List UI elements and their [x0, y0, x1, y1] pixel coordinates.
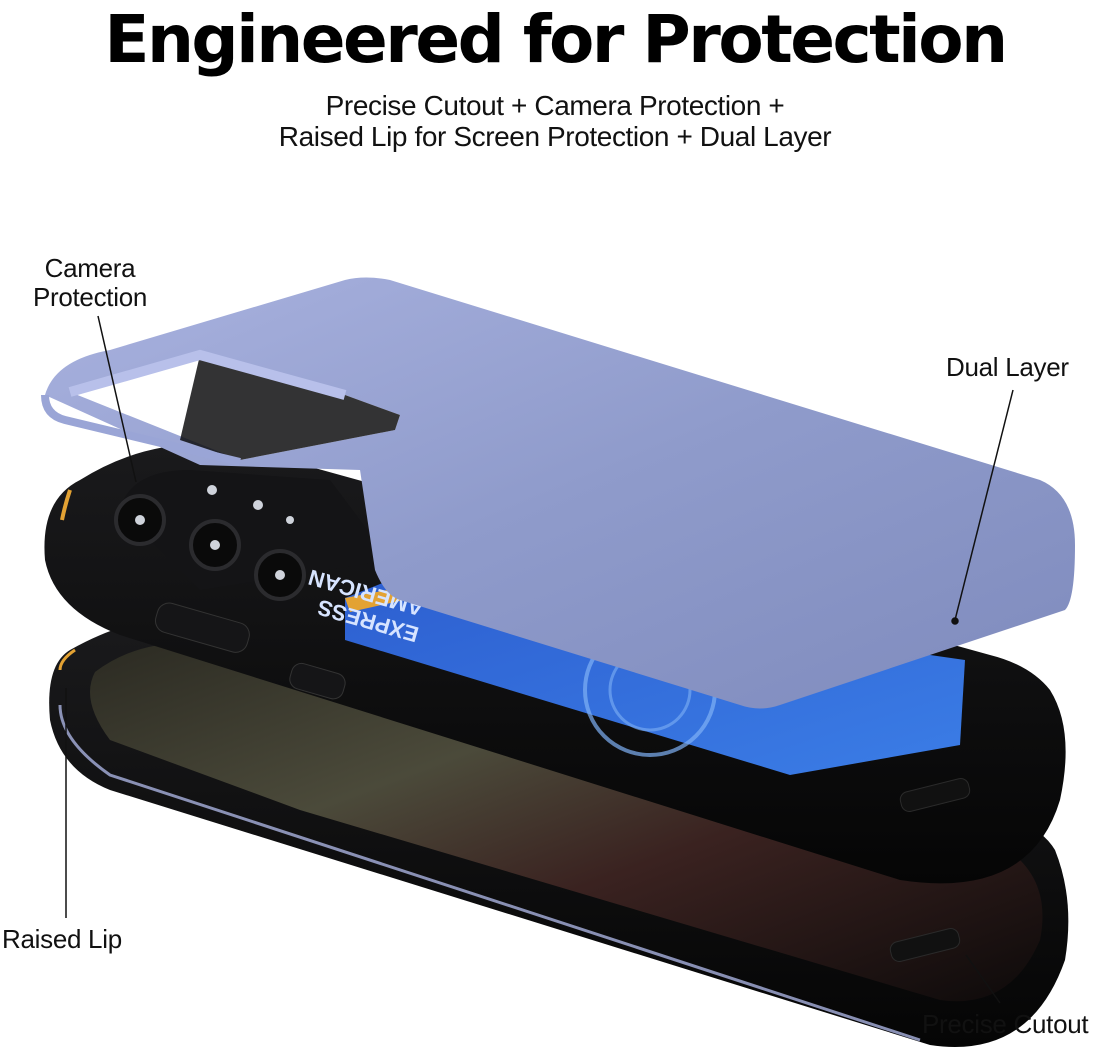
page-title: Engineered for Protection — [104, 1, 1008, 78]
leader-camera — [97, 315, 137, 483]
power-button — [289, 662, 346, 700]
leader-dual-layer — [954, 389, 1014, 621]
callout-camera-line-1: Camera — [44, 253, 136, 283]
camera-lenses — [114, 485, 306, 601]
page-subtitle: Precise Cutout + Camera Protection + Rai… — [0, 90, 1110, 152]
leader-cutout — [965, 954, 1001, 1004]
callout-dual-layer: Dual Layer — [946, 352, 1069, 382]
subtitle-line-2: Raised Lip for Screen Protection + Dual … — [278, 121, 832, 152]
front-case — [49, 617, 1069, 1047]
leader-lines — [65, 315, 1014, 1004]
volume-button — [154, 602, 250, 653]
subtitle-line-1: Precise Cutout + Camera Protection + — [325, 90, 785, 121]
callout-precise-cutout: Precise Cutout — [922, 1009, 1089, 1039]
outer-shell — [41, 277, 1075, 709]
leader-dual-dot — [951, 617, 959, 625]
callout-camera-protection: Camera Protection — [22, 254, 158, 312]
callout-raised-lip: Raised Lip — [2, 924, 122, 954]
callout-camera-line-2: Protection — [32, 282, 148, 312]
